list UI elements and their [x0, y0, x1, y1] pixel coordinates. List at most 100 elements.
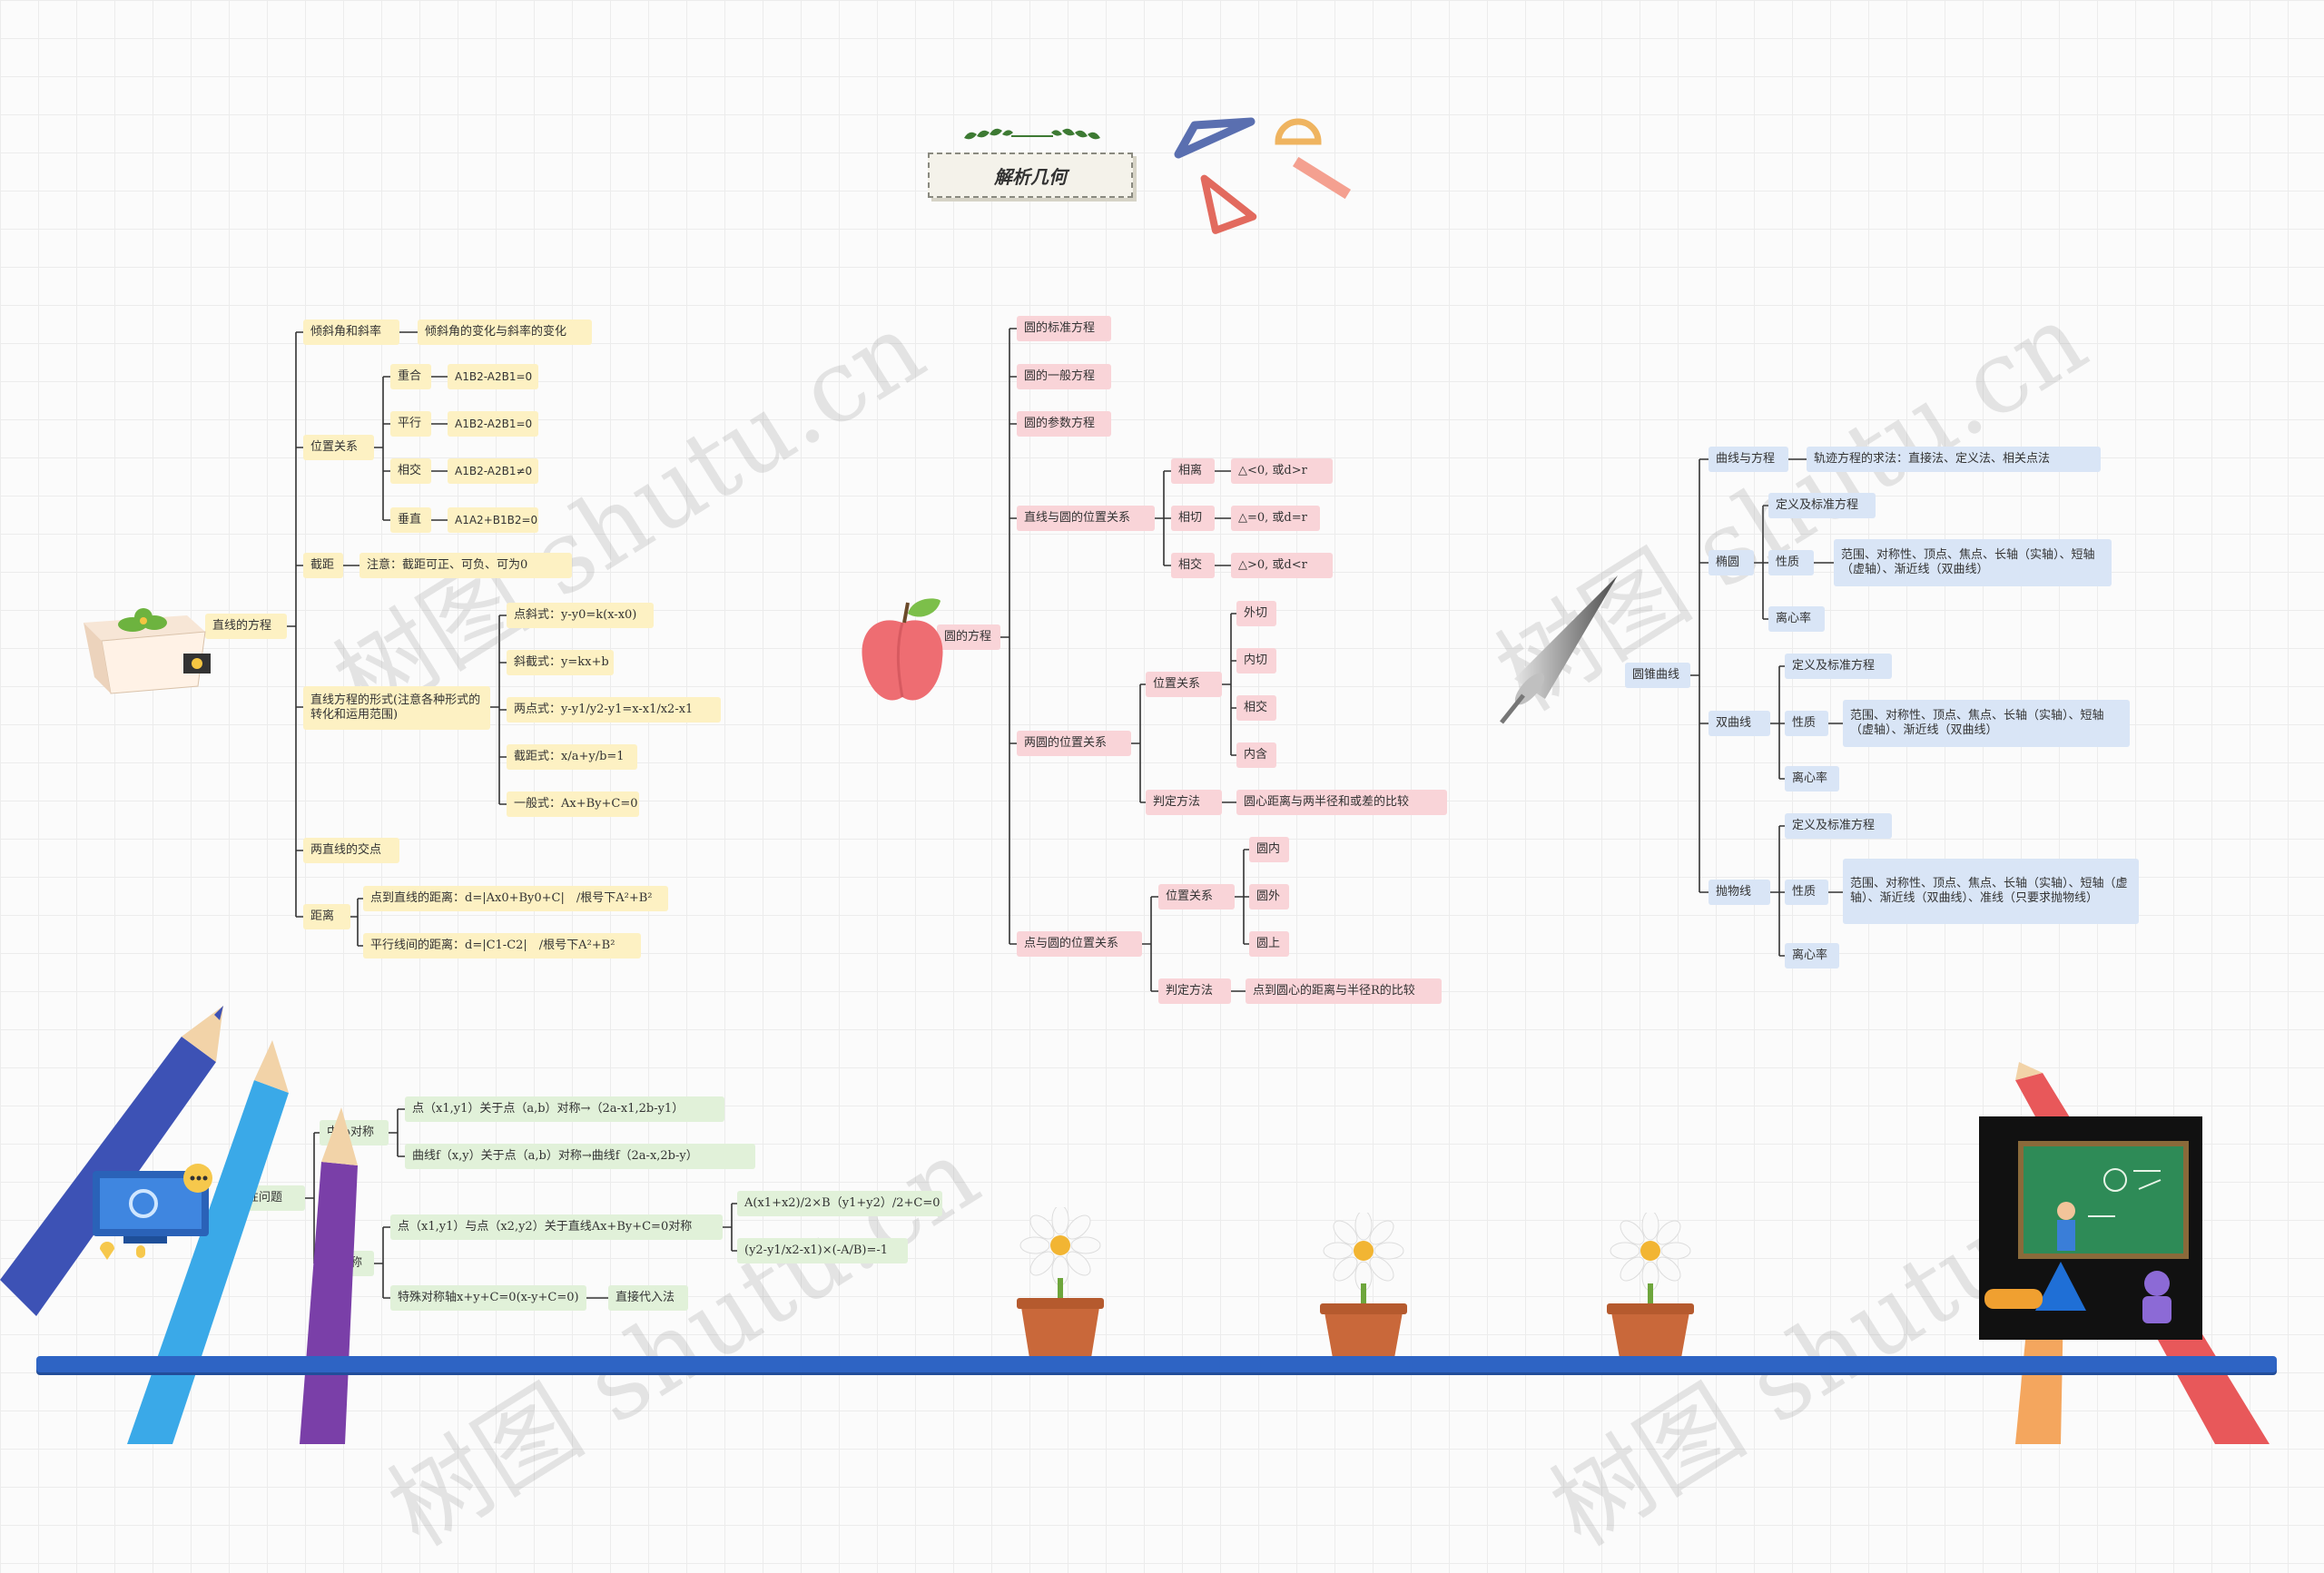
two-circles-position-item[interactable]: 相交	[1236, 695, 1276, 721]
conic-root[interactable]: 圆锥曲线	[1625, 663, 1690, 688]
form-item[interactable]: 斜截式：y=kx+b	[507, 650, 614, 675]
position-item-label[interactable]: 垂直	[390, 507, 431, 533]
axis-condition[interactable]: A(x1+x2)/2×B（y1+y2）/2+C=0	[737, 1191, 942, 1216]
parabola-props[interactable]: 范围、对称性、顶点、焦点、长轴（实轴）、短轴（虚轴）、渐近线（双曲线）、准线（只…	[1843, 859, 2139, 924]
distance-item[interactable]: 点到直线的距离：d=|Ax0+By0+C| /根号下A²+B²	[363, 886, 668, 911]
hyperbola-def[interactable]: 定义及标准方程	[1785, 654, 1892, 679]
flower-pot-icon	[1607, 1213, 1694, 1358]
axis-special-method[interactable]: 直接代入法	[608, 1285, 688, 1311]
circle-equation-root[interactable]: 圆的方程	[937, 624, 1000, 650]
connector-line-circle	[1155, 470, 1231, 566]
line-circle-item-value[interactable]: △=0, 或d=r	[1231, 506, 1320, 531]
parabola-node[interactable]: 抛物线	[1709, 880, 1770, 905]
position-item-value[interactable]: A1A2+B1B2=0	[448, 507, 538, 533]
center-symmetry-item[interactable]: 曲线f（x,y）关于点（a,b）对称→曲线f（2a-x,2b-y）	[405, 1144, 755, 1169]
connector-parabola	[1770, 825, 1843, 957]
circle-parametric[interactable]: 圆的参数方程	[1017, 411, 1111, 437]
hyperbola-node[interactable]: 双曲线	[1709, 711, 1770, 736]
ellipse-props[interactable]: 范围、对称性、顶点、焦点、长轴（实轴）、短轴（虚轴）、渐近线（双曲线）	[1834, 539, 2112, 586]
two-circles-position-item[interactable]: 内切	[1236, 648, 1276, 673]
position-item-value[interactable]: A1B2-A2B1=0	[448, 411, 538, 437]
connector-forms	[490, 614, 507, 805]
line-circle-item-label[interactable]: 相离	[1171, 458, 1215, 484]
slope-node[interactable]: 倾斜角和斜率	[303, 320, 399, 345]
parabola-def[interactable]: 定义及标准方程	[1785, 813, 1892, 839]
connector-ellipse	[1754, 505, 1834, 620]
point-circle-method[interactable]: 判定方法	[1158, 978, 1231, 1004]
ellipse-ecc[interactable]: 离心率	[1768, 606, 1825, 632]
position-item-value[interactable]: A1B2-A2B1≠0	[448, 458, 538, 484]
position-item-value[interactable]: A1B2-A2B1=0	[448, 364, 538, 389]
point-circle-position-item[interactable]: 圆上	[1249, 931, 1289, 957]
ellipse-node[interactable]: 椭圆	[1709, 550, 1754, 575]
connector-two-circles	[1131, 613, 1236, 803]
connector-position	[374, 376, 448, 521]
position-item-label[interactable]: 重合	[390, 364, 431, 389]
center-symmetry-item[interactable]: 点（x1,y1）关于点（a,b）对称→（2a-x1,2b-y1）	[405, 1096, 724, 1122]
ruler-triangle-icon	[1174, 117, 1352, 234]
slope-child[interactable]: 倾斜角的变化与斜率的变化	[418, 320, 592, 345]
connector-conic-root	[1690, 458, 1709, 893]
line-circle-item-label[interactable]: 相切	[1171, 506, 1215, 531]
connector-circle-root	[1000, 328, 1017, 945]
form-item[interactable]: 截距式：x/a+y/b=1	[507, 744, 637, 770]
connector-hyperbola	[1770, 665, 1843, 780]
connector-symmetry-root	[305, 1132, 320, 1264]
position-item-label[interactable]: 相交	[390, 458, 431, 484]
form-item[interactable]: 点斜式：y-y0=k(x-x0)	[507, 603, 654, 628]
hyperbola-ecc[interactable]: 离心率	[1785, 766, 1839, 791]
line-circle-item-label[interactable]: 相交	[1171, 553, 1215, 578]
connector-line-root	[287, 331, 303, 918]
succulent-pot-icon	[84, 608, 211, 694]
ellipse-props-label[interactable]: 性质	[1768, 550, 1814, 575]
parabola-ecc[interactable]: 离心率	[1785, 943, 1839, 968]
cone-icon	[1500, 575, 1618, 724]
connector-point-circle	[1142, 849, 1249, 992]
distance-item[interactable]: 平行线间的距离：d=|C1-C2| /根号下A²+B²	[363, 933, 641, 959]
curve-node[interactable]: 曲线与方程	[1709, 447, 1788, 472]
ellipse-def[interactable]: 定义及标准方程	[1768, 493, 1876, 518]
axis-special-node[interactable]: 特殊对称轴x+y+C=0(x-y+C=0)	[390, 1285, 586, 1311]
intersection-node[interactable]: 两直线的交点	[303, 838, 399, 863]
connector-axis	[374, 1203, 737, 1299]
intercept-node[interactable]: 截距	[303, 553, 343, 578]
two-circles-position-item[interactable]: 内含	[1236, 742, 1276, 768]
line-circle-node[interactable]: 直线与圆的位置关系	[1017, 506, 1155, 531]
page-title[interactable]: 解析几何	[928, 152, 1133, 198]
position-node[interactable]: 位置关系	[303, 435, 374, 460]
two-circles-node[interactable]: 两圆的位置关系	[1017, 731, 1131, 756]
line-circle-item-value[interactable]: △>0, 或d<r	[1231, 553, 1333, 578]
circle-standard[interactable]: 圆的标准方程	[1017, 316, 1111, 341]
point-circle-position[interactable]: 位置关系	[1158, 884, 1235, 909]
point-circle-node[interactable]: 点与圆的位置关系	[1017, 931, 1142, 957]
circle-general[interactable]: 圆的一般方程	[1017, 364, 1111, 389]
line-circle-item-value[interactable]: △<0, 或d>r	[1231, 458, 1333, 484]
line-equation-root[interactable]: 直线的方程	[205, 614, 287, 639]
point-circle-position-item[interactable]: 圆内	[1249, 837, 1289, 862]
hyperbola-props-label[interactable]: 性质	[1785, 711, 1828, 736]
point-circle-method-value[interactable]: 点到圆心的距离与半径R的比较	[1246, 978, 1442, 1004]
mind-map-canvas: 树图 shutu.cn 树图 shutu.cn 树图 shutu.cn 树图 s…	[0, 117, 2277, 1568]
connector-distance	[350, 898, 363, 947]
two-circles-method-value[interactable]: 圆心距离与两半径和或差的比较	[1236, 790, 1447, 815]
connector-center	[389, 1108, 405, 1157]
axis-condition[interactable]: (y2-y1/x2-x1)×(-A/B)=-1	[737, 1238, 908, 1263]
two-circles-position[interactable]: 位置关系	[1146, 672, 1222, 697]
flower-pot-icon	[1320, 1213, 1407, 1358]
point-circle-position-item[interactable]: 圆外	[1249, 884, 1289, 909]
hyperbola-props[interactable]: 范围、对称性、顶点、焦点、长轴（实轴）、短轴（虚轴）、渐近线（双曲线）	[1843, 700, 2130, 747]
axis-point-node[interactable]: 点（x1,y1）与点（x2,y2）关于直线Ax+By+C=0对称	[390, 1214, 723, 1240]
curve-value[interactable]: 轨迹方程的求法：直接法、定义法、相关点法	[1807, 447, 2101, 472]
two-circles-method[interactable]: 判定方法	[1146, 790, 1222, 815]
computer-icon	[93, 1164, 212, 1260]
distance-node[interactable]: 距离	[303, 904, 350, 929]
form-item[interactable]: 两点式：y-y1/y2-y1=x-x1/x2-x1	[507, 697, 721, 723]
position-item-label[interactable]: 平行	[390, 411, 431, 437]
two-circles-position-item[interactable]: 外切	[1236, 601, 1276, 626]
forms-node[interactable]: 直线方程的形式(注意各种形式的转化和运用范围)	[303, 686, 490, 730]
apple-icon	[862, 598, 943, 701]
parabola-props-label[interactable]: 性质	[1785, 880, 1828, 905]
intercept-child[interactable]: 注意：截距可正、可负、可为0	[359, 553, 572, 578]
connector-lines	[287, 328, 1843, 1299]
form-item[interactable]: 一般式：Ax+By+C=0	[507, 791, 639, 817]
